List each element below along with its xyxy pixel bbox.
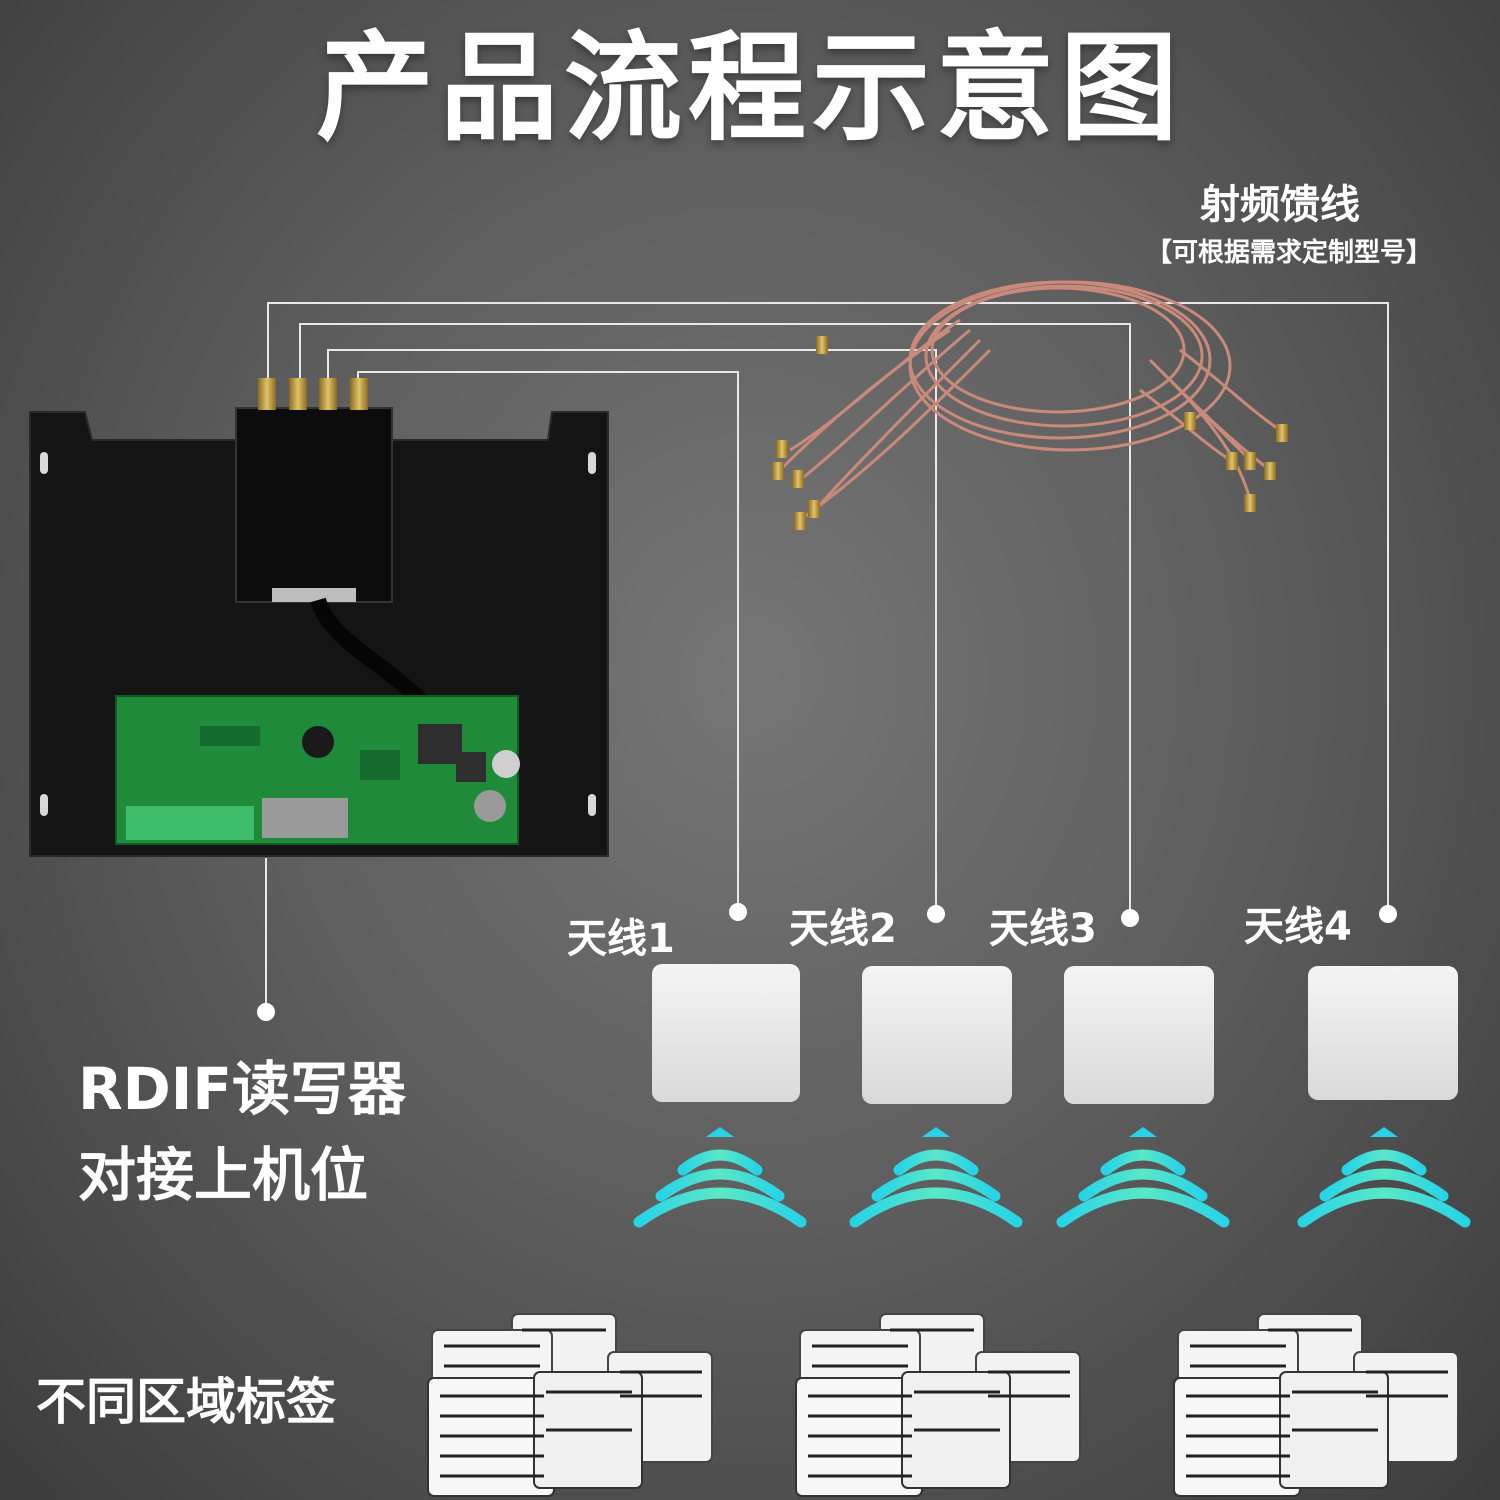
rf-cable-image	[778, 280, 1281, 522]
antenna-1-image	[652, 964, 800, 1102]
reader-board-image	[29, 378, 609, 857]
rf-feeder-note: 【可根据需求定制型号】	[1146, 238, 1433, 268]
antenna-2-image	[862, 966, 1012, 1104]
line-to-antenna-1	[357, 371, 739, 908]
tag-rolls-group-2	[795, 1313, 1081, 1497]
page-title: 产品流程示意图	[315, 19, 1184, 157]
sma-connectors-image	[258, 378, 368, 410]
reader-label-line2: 对接上机位	[78, 1141, 369, 1209]
connection-lines	[265, 302, 1389, 1008]
line-to-antenna-2	[327, 349, 937, 910]
tag-rolls-group-3	[1173, 1313, 1459, 1497]
rf-feeder-label: 射频馈线	[1200, 182, 1360, 228]
antenna-3-image	[1064, 966, 1214, 1104]
signal-waves-1	[633, 1127, 807, 1228]
signal-waves-4	[1297, 1127, 1471, 1228]
antenna-2-label: 天线2	[789, 906, 897, 952]
signal-waves-2	[849, 1127, 1023, 1228]
line-to-antenna-4	[267, 302, 1389, 908]
tags-label: 不同区域标签	[36, 1373, 336, 1431]
antenna-1-label: 天线1	[567, 916, 675, 962]
reader-label-line1: RDIF读写器	[78, 1055, 407, 1123]
antenna-3-label: 天线3	[989, 906, 1097, 952]
antenna-4-label: 天线4	[1244, 904, 1352, 950]
connection-dots	[257, 903, 1397, 1021]
tag-rolls-group-1	[427, 1313, 713, 1497]
rf-cable-connectors-image	[772, 336, 1288, 530]
antenna-4-image	[1308, 966, 1458, 1100]
signal-waves-3	[1056, 1127, 1230, 1228]
line-to-antenna-3	[299, 323, 1131, 912]
